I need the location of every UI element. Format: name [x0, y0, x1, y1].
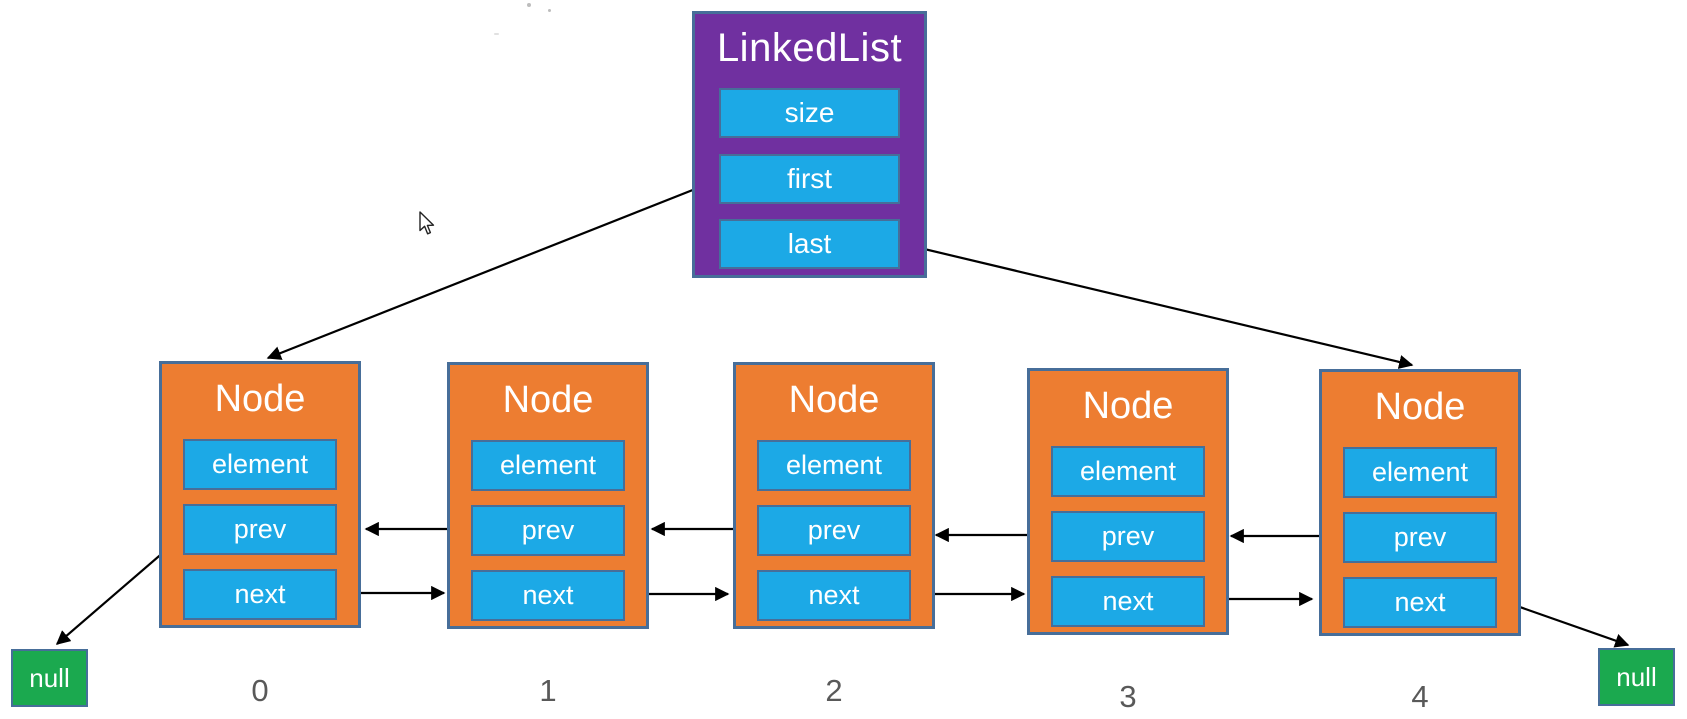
pen-dot — [494, 33, 499, 35]
pen-dot — [527, 3, 531, 7]
node-title: Node — [1082, 385, 1174, 427]
node-field-prev: prev — [1343, 512, 1497, 563]
node-box-2: Node element prev next — [733, 362, 935, 629]
linkedlist-field-size: size — [719, 88, 900, 138]
arrow-last-to-node4 — [898, 241, 1414, 369]
node-title: Node — [502, 379, 594, 421]
index-label-4: 4 — [1411, 679, 1429, 714]
linkedlist-title: LinkedList — [716, 26, 903, 70]
node-field-prev: prev — [757, 505, 911, 556]
linkedlist-field-last: last — [719, 219, 900, 269]
index-label-1: 1 — [539, 673, 557, 708]
node-field-next: next — [757, 570, 911, 621]
node-box-0: Node element prev next — [159, 361, 361, 628]
null-box-left: null — [11, 649, 88, 707]
node-field-element: element — [183, 439, 337, 490]
arrow-first-to-node0 — [266, 178, 719, 360]
node-field-element: element — [1343, 447, 1497, 498]
node-title: Node — [1374, 386, 1466, 428]
node-field-element: element — [471, 440, 625, 491]
node-field-next: next — [1051, 576, 1205, 627]
node-title: Node — [788, 379, 880, 421]
mouse-cursor-icon — [419, 211, 435, 235]
node-title: Node — [214, 378, 306, 420]
node-field-prev: prev — [471, 505, 625, 556]
node-box-4: Node element prev next — [1319, 369, 1521, 636]
index-label-0: 0 — [251, 673, 269, 708]
node-field-prev: prev — [1051, 511, 1205, 562]
linkedlist-field-first: first — [719, 154, 900, 204]
node-field-element: element — [757, 440, 911, 491]
linkedlist-box: LinkedList size first last — [692, 11, 927, 278]
node-box-1: Node element prev next — [447, 362, 649, 629]
node-field-next: next — [183, 569, 337, 620]
index-label-2: 2 — [825, 673, 843, 708]
node-box-3: Node element prev next — [1027, 368, 1229, 635]
index-label-3: 3 — [1119, 679, 1137, 714]
node-field-next: next — [1343, 577, 1497, 628]
node-field-prev: prev — [183, 504, 337, 555]
pen-dot — [548, 9, 551, 12]
node-field-next: next — [471, 570, 625, 621]
null-box-right: null — [1598, 648, 1675, 706]
node-field-element: element — [1051, 446, 1205, 497]
